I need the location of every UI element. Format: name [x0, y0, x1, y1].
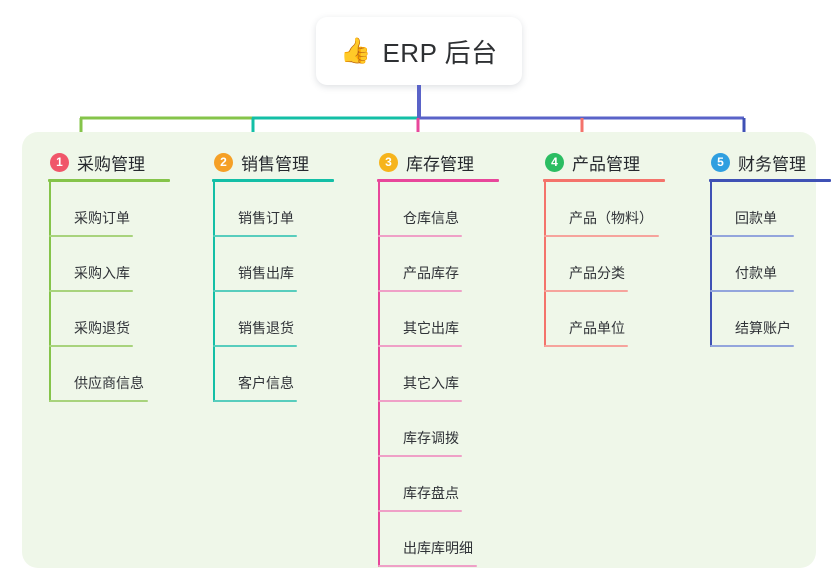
leaf-label: 结算账户 — [735, 320, 791, 336]
leaf-node[interactable]: 销售退货 — [212, 292, 309, 347]
leaf-node[interactable]: 销售订单 — [212, 182, 309, 237]
column-title-5: 财务管理 — [738, 154, 806, 174]
leaf-node[interactable]: 客户信息 — [212, 347, 309, 402]
leaf-rule — [378, 455, 462, 457]
leaf-label: 销售退货 — [238, 320, 294, 336]
leaf-label: 其它出库 — [403, 320, 459, 336]
leaf-rule — [378, 290, 462, 292]
column-header-rule-2 — [212, 179, 334, 182]
leaf-node[interactable]: 仓库信息 — [377, 182, 474, 237]
leaf-label: 出库库明细 — [403, 540, 473, 556]
leaf-node[interactable]: 库存盘点 — [377, 457, 474, 512]
column-rail-1 — [49, 182, 51, 402]
root-node[interactable]: 👍 ERP 后台 — [316, 17, 522, 85]
root-node-content: 👍 ERP 后台 — [340, 33, 497, 70]
leaf-node[interactable]: 采购入库 — [48, 237, 145, 292]
root-title: ERP 后台 — [382, 37, 498, 68]
column-title-1: 采购管理 — [77, 154, 145, 174]
leaf-label: 产品（物料） — [569, 210, 653, 226]
leaf-rule — [378, 400, 462, 402]
column-rail-3 — [378, 182, 380, 567]
leaf-label: 付款单 — [735, 265, 777, 281]
leaf-rule — [49, 235, 133, 237]
leaf-label: 库存盘点 — [403, 485, 459, 501]
leaf-node[interactable]: 供应商信息 — [48, 347, 148, 402]
column-header-rule-3 — [377, 179, 499, 182]
leaf-node[interactable]: 产品库存 — [377, 237, 474, 292]
column-badge-2: 2 — [214, 152, 233, 172]
column-badge-1: 1 — [50, 152, 69, 172]
column-header-2[interactable]: 2 销售管理 — [212, 142, 334, 182]
leaf-label: 产品库存 — [403, 265, 459, 281]
leaf-rule — [49, 400, 148, 402]
column-title-3: 库存管理 — [406, 154, 474, 174]
leaf-node[interactable]: 付款单 — [709, 237, 806, 292]
column-header-3[interactable]: 3 库存管理 — [377, 142, 499, 182]
leaf-label: 库存调拨 — [403, 430, 459, 446]
leaf-node[interactable]: 产品单位 — [543, 292, 640, 347]
column-rail-2 — [213, 182, 215, 402]
leaf-rule — [213, 345, 297, 347]
column-1: 1 采购管理采购订单采购入库采购退货供应商信息 — [48, 142, 170, 402]
leaf-rule — [710, 290, 794, 292]
leaf-node[interactable]: 销售出库 — [212, 237, 309, 292]
leaf-node[interactable]: 其它出库 — [377, 292, 474, 347]
leaf-label: 采购入库 — [74, 265, 130, 281]
leaf-label: 采购订单 — [74, 210, 130, 226]
column-badge-5: 5 — [711, 152, 730, 172]
leaf-rule — [378, 345, 462, 347]
column-3: 3 库存管理仓库信息产品库存其它出库其它入库库存调拨库存盘点出库库明细 — [377, 142, 499, 567]
leaf-rule — [544, 235, 659, 237]
column-title-4: 产品管理 — [572, 154, 640, 174]
leaf-label: 供应商信息 — [74, 375, 144, 391]
column-header-4[interactable]: 4 产品管理 — [543, 142, 665, 182]
column-4: 4 产品管理产品（物料） 产品分类产品单位 — [543, 142, 665, 347]
thumbs-up-icon: 👍 — [340, 36, 372, 65]
leaf-node[interactable]: 产品（物料） — [543, 182, 659, 237]
leaf-node[interactable]: 库存调拨 — [377, 402, 474, 457]
leaf-label: 其它入库 — [403, 375, 459, 391]
leaf-label: 产品分类 — [569, 265, 625, 281]
column-header-rule-1 — [48, 179, 170, 182]
leaf-node[interactable]: 采购退货 — [48, 292, 145, 347]
column-header-rule-4 — [543, 179, 665, 182]
column-title-2: 销售管理 — [241, 154, 309, 174]
leaf-rule — [710, 235, 794, 237]
leaf-label: 回款单 — [735, 210, 777, 226]
leaf-label: 采购退货 — [74, 320, 130, 336]
leaf-node[interactable]: 出库库明细 — [377, 512, 477, 567]
column-2: 2 销售管理销售订单销售出库销售退货客户信息 — [212, 142, 334, 402]
leaf-label: 销售出库 — [238, 265, 294, 281]
leaf-node[interactable]: 结算账户 — [709, 292, 806, 347]
leaf-label: 仓库信息 — [403, 210, 459, 226]
leaf-rule — [213, 235, 297, 237]
leaf-label: 客户信息 — [238, 375, 294, 391]
column-rail-5 — [710, 182, 712, 347]
column-5: 5 财务管理回款单付款单结算账户 — [709, 142, 831, 347]
diagram-panel — [22, 132, 816, 568]
column-rail-4 — [544, 182, 546, 347]
column-header-1[interactable]: 1 采购管理 — [48, 142, 170, 182]
leaf-rule — [378, 510, 462, 512]
leaf-node[interactable]: 回款单 — [709, 182, 806, 237]
leaf-label: 产品单位 — [569, 320, 625, 336]
leaf-label: 销售订单 — [238, 210, 294, 226]
column-header-rule-5 — [709, 179, 831, 182]
leaf-rule — [49, 290, 133, 292]
leaf-rule — [213, 290, 297, 292]
leaf-rule — [378, 565, 477, 567]
column-header-5[interactable]: 5 财务管理 — [709, 142, 831, 182]
leaf-rule — [544, 345, 628, 347]
leaf-rule — [544, 290, 628, 292]
column-badge-4: 4 — [545, 152, 564, 172]
leaf-node[interactable]: 产品分类 — [543, 237, 640, 292]
leaf-rule — [49, 345, 133, 347]
leaf-rule — [710, 345, 794, 347]
leaf-rule — [378, 235, 462, 237]
column-badge-3: 3 — [379, 152, 398, 172]
leaf-node[interactable]: 采购订单 — [48, 182, 145, 237]
leaf-rule — [213, 400, 297, 402]
leaf-node[interactable]: 其它入库 — [377, 347, 474, 402]
